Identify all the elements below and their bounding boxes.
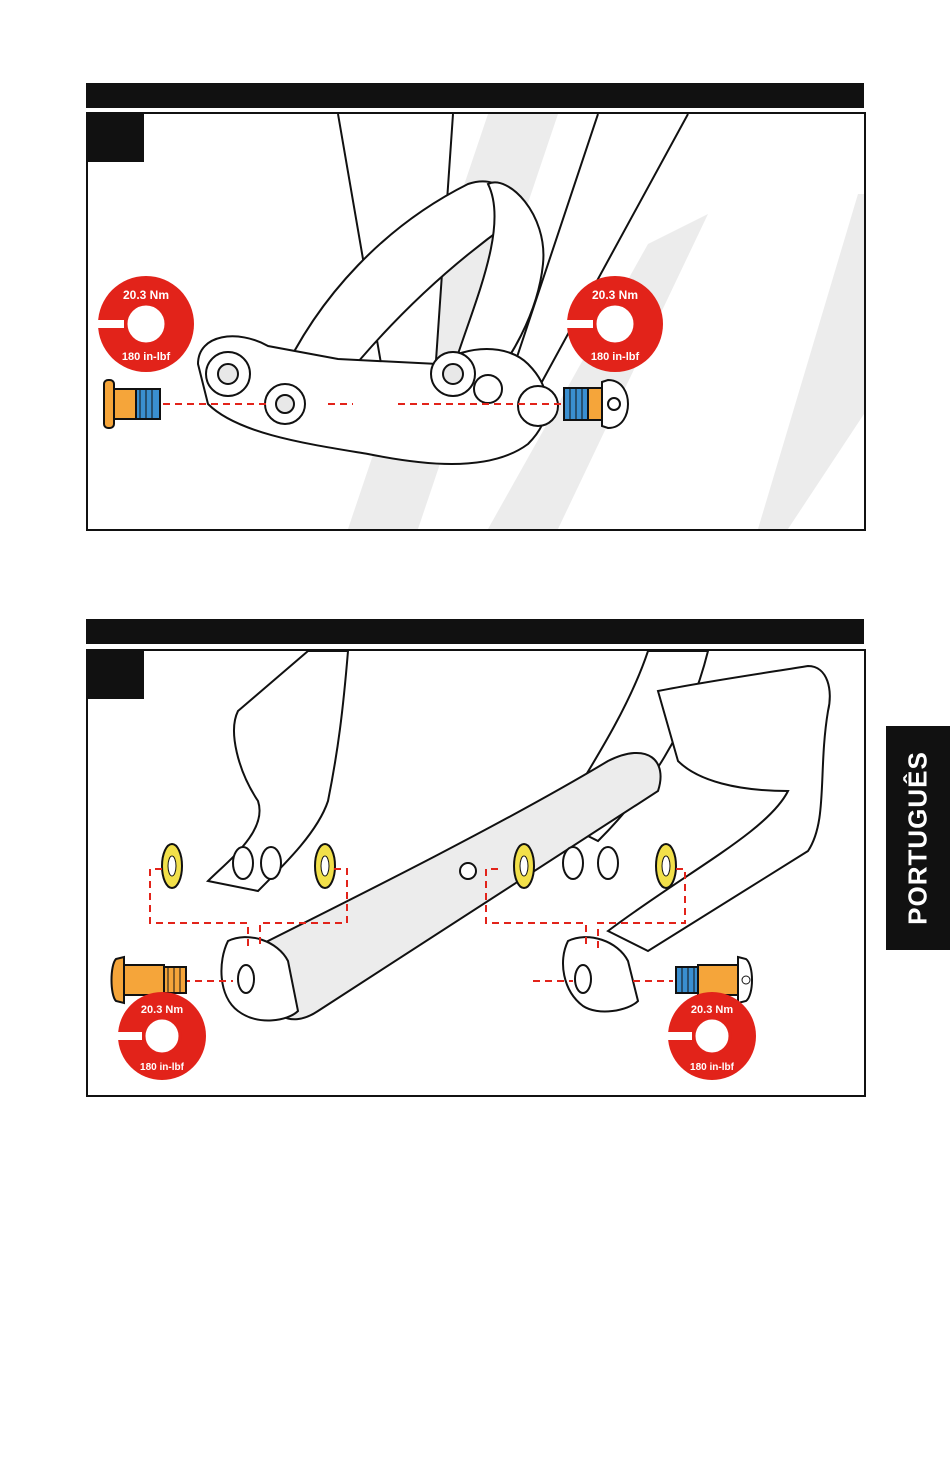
torque-badge: 20.3 Nm 180 in-lbf xyxy=(567,276,663,372)
cable-port xyxy=(460,863,476,879)
pivot-bolt-right xyxy=(564,380,628,428)
washer xyxy=(162,844,182,888)
washer xyxy=(656,844,676,888)
torque-value: 20.3 Nm xyxy=(592,288,638,302)
step-2-panel: 20.3 Nm 180 in-lbf 20.3 Nm 180 in-lbf xyxy=(86,649,866,1097)
torque-value-alt: 180 in-lbf xyxy=(690,1062,735,1073)
torque-value-alt: 180 in-lbf xyxy=(140,1062,185,1073)
step-1-number-box xyxy=(88,114,144,162)
language-tab: PORTUGUÊS xyxy=(886,726,950,950)
pivot-bolt-left xyxy=(104,380,160,428)
step-1-panel: 20.3 Nm 180 in-lbf 20.3 Nm 180 in-lbf xyxy=(86,112,866,531)
pivot-hole xyxy=(238,965,254,993)
torque-value-alt: 180 in-lbf xyxy=(122,351,171,363)
washer xyxy=(514,844,534,888)
washer xyxy=(315,844,335,888)
pivot-hole xyxy=(563,847,583,879)
step-1-header-bar xyxy=(86,83,864,108)
step-2-header-bar xyxy=(86,619,864,644)
axle-end xyxy=(518,386,558,426)
frame-background-tube xyxy=(758,194,864,529)
pivot-hole xyxy=(261,847,281,879)
pivot-hole-inner xyxy=(443,364,463,384)
torque-value: 20.3 Nm xyxy=(691,1004,733,1016)
torque-badge: 20.3 Nm 180 in-lbf xyxy=(98,276,194,372)
torque-value: 20.3 Nm xyxy=(141,1004,183,1016)
pivot-hole xyxy=(598,847,618,879)
language-tab-label: PORTUGUÊS xyxy=(903,751,934,925)
step-2-illustration: 20.3 Nm 180 in-lbf 20.3 Nm 180 in-lbf xyxy=(88,651,864,1095)
torque-badge: 20.3 Nm 180 in-lbf xyxy=(118,992,206,1080)
pivot-hole xyxy=(233,847,253,879)
pivot-hole-inner xyxy=(276,395,294,413)
torque-value: 20.3 Nm xyxy=(123,288,169,302)
step-1-illustration: 20.3 Nm 180 in-lbf 20.3 Nm 180 in-lbf xyxy=(88,114,864,529)
pivot-hole-inner xyxy=(218,364,238,384)
torque-value-alt: 180 in-lbf xyxy=(591,351,640,363)
pivot-hole xyxy=(575,965,591,993)
dropout-right xyxy=(563,937,638,1011)
pivot-hole xyxy=(474,375,502,403)
step-2-number-box xyxy=(88,651,144,699)
torque-badge: 20.3 Nm 180 in-lbf xyxy=(668,992,756,1080)
